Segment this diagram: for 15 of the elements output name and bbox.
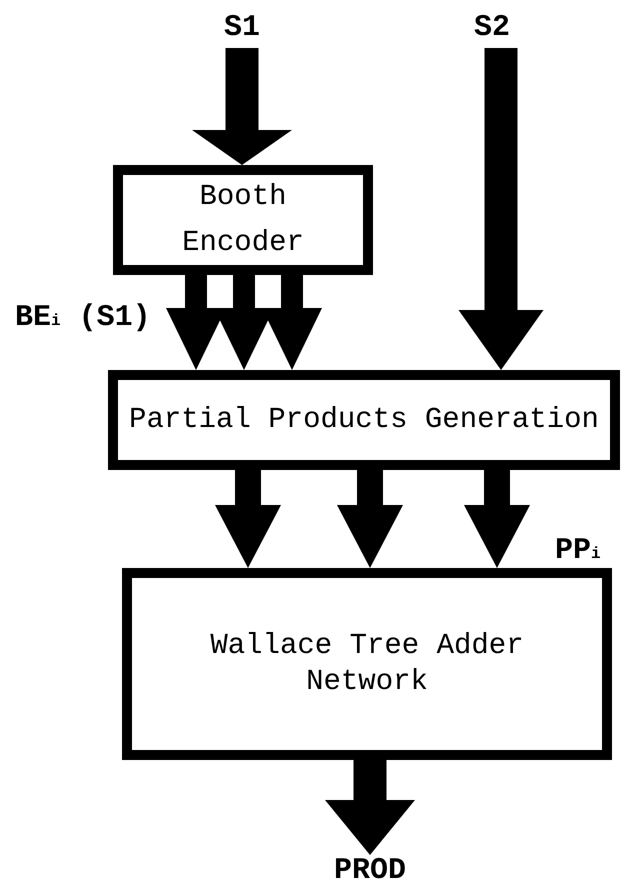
arrow [215, 470, 281, 568]
process-box [113, 165, 373, 275]
arrow [464, 470, 530, 568]
arrow [325, 760, 415, 855]
signal-label: PROD [330, 855, 410, 887]
arrow [458, 48, 544, 370]
block-label: Partial Products Generation [129, 402, 599, 438]
process-box [108, 370, 620, 470]
signal-label: S1 [212, 8, 272, 48]
process-box [122, 568, 612, 760]
block-label: Booth Encoder [181, 178, 305, 261]
block-label: Wallace Tree Adder Network [209, 628, 525, 700]
arrow [337, 470, 403, 568]
arrow [192, 48, 292, 165]
signal-label: S2 [462, 8, 522, 48]
